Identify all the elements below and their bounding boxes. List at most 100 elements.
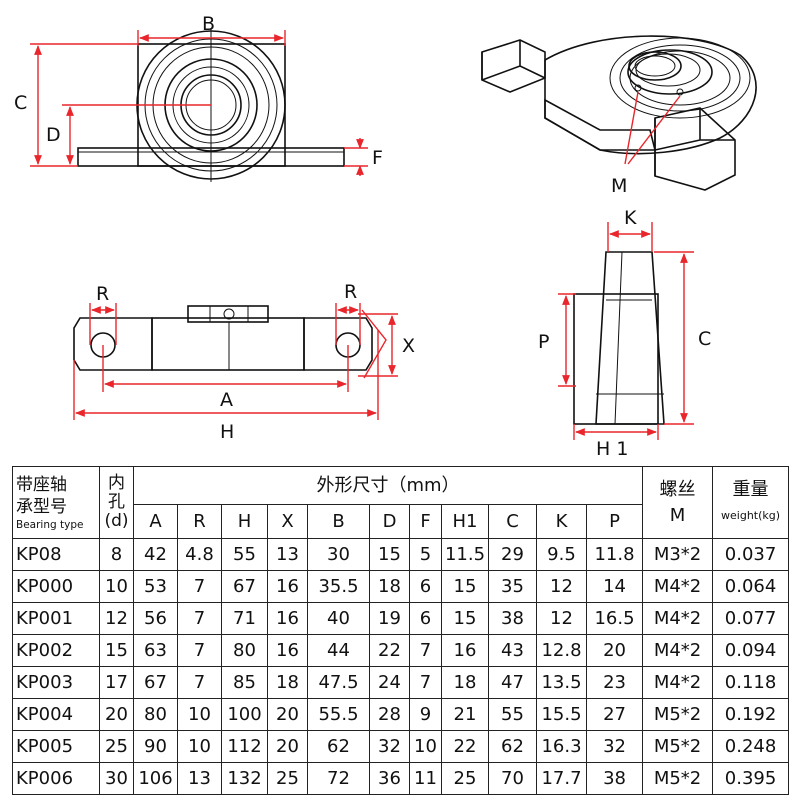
cell-model: KP001	[12, 602, 100, 635]
header-model-line1: 带座轴	[16, 474, 67, 495]
table-cell: 62	[307, 730, 370, 763]
table-cell: 62	[488, 730, 537, 763]
header-model-en: Bearing type	[16, 518, 84, 531]
front-view-drawing	[30, 28, 368, 182]
table-cell: 100	[221, 698, 268, 731]
isometric-view-drawing	[481, 35, 757, 191]
front-label-d: D	[46, 124, 61, 146]
table-cell: 44	[307, 634, 370, 667]
header-dim-p: P	[585, 504, 644, 539]
table-cell: 0.248	[712, 730, 790, 763]
table-cell: 80	[221, 634, 268, 667]
table-cell: 20	[267, 730, 308, 763]
top-label-h: H	[220, 421, 234, 443]
table-cell: M4*2	[642, 666, 714, 699]
top-view-drawing	[73, 303, 398, 420]
header-dim-b: B	[307, 504, 370, 539]
header-dim-d: D	[369, 504, 410, 539]
table-cell: 53	[133, 570, 178, 603]
table-cell: 18	[267, 666, 308, 699]
table-cell: M4*2	[642, 602, 714, 635]
table-cell: 72	[307, 762, 370, 795]
table-cell: 56	[133, 602, 178, 635]
header-dim-c: C	[488, 504, 537, 539]
bearing-spec-table: 带座轴 承型号 Bearing type 内 孔 (d) 外形尺寸（mm） 螺丝…	[12, 466, 790, 795]
table-cell: 23	[585, 666, 644, 699]
table-cell: 5	[409, 538, 442, 571]
side-label-p: P	[538, 331, 549, 353]
table-cell: 70	[488, 762, 537, 795]
table-cell: 22	[441, 730, 489, 763]
technical-drawings: B C D F M	[14, 13, 757, 460]
table-cell: 67	[221, 570, 268, 603]
header-dim-f: F	[409, 504, 442, 539]
table-cell: 7	[409, 666, 442, 699]
table-cell: 20	[267, 698, 308, 731]
table-cell: 16.3	[536, 730, 587, 763]
cell-model: KP004	[12, 698, 100, 731]
table-cell: 30	[307, 538, 370, 571]
table-cell: 132	[221, 762, 268, 795]
header-weight-label: 重量	[732, 478, 769, 500]
header-weight: 重量 weight(kg)	[712, 466, 790, 539]
table-cell: 20	[585, 634, 644, 667]
iso-label-m: M	[611, 175, 627, 197]
table-cell: 90	[133, 730, 178, 763]
table-cell: 20	[99, 698, 134, 731]
table-cell: 12	[99, 602, 134, 635]
header-weight-sub: weight(kg)	[721, 508, 781, 522]
table-cell: 13.5	[536, 666, 587, 699]
table-cell: 35.5	[307, 570, 370, 603]
side-label-h1: H 1	[596, 438, 628, 460]
table-cell: 19	[369, 602, 410, 635]
side-label-k: K	[624, 207, 637, 229]
table-cell: M5*2	[642, 698, 714, 731]
table-cell: 25	[267, 762, 308, 795]
table-cell: 11.5	[441, 538, 489, 571]
table-cell: 16	[267, 602, 308, 635]
table-cell: 16	[267, 570, 308, 603]
table-cell: 0.064	[712, 570, 790, 603]
table-cell: 0.118	[712, 666, 790, 699]
header-dim-h: H	[221, 504, 268, 539]
header-hole-line2: 孔	[108, 492, 125, 512]
table-cell: 28	[369, 698, 410, 731]
table-cell: 32	[369, 730, 410, 763]
table-cell: 7	[409, 634, 442, 667]
table-cell: 25	[441, 762, 489, 795]
cell-model: KP000	[12, 570, 100, 603]
table-cell: 47	[488, 666, 537, 699]
table-cell: 35	[488, 570, 537, 603]
table-cell: 9.5	[536, 538, 587, 571]
table-cell: 29	[488, 538, 537, 571]
top-label-a: A	[220, 389, 233, 411]
table-cell: 0.037	[712, 538, 790, 571]
table-cell: 25	[99, 730, 134, 763]
table-cell: 10	[177, 730, 222, 763]
cell-model: KP002	[12, 634, 100, 667]
cell-model: KP006	[12, 762, 100, 795]
table-cell: 16	[267, 634, 308, 667]
table-cell: 21	[441, 698, 489, 731]
cell-model: KP08	[12, 538, 100, 571]
table-cell: 7	[177, 634, 222, 667]
header-dim-h1: H1	[441, 504, 489, 539]
table-cell: 17	[99, 666, 134, 699]
top-label-x: X	[402, 335, 415, 357]
table-cell: 42	[133, 538, 178, 571]
header-screw-label: 螺丝	[659, 478, 696, 500]
header-dim-x: X	[267, 504, 308, 539]
header-dim-r: R	[177, 504, 222, 539]
cell-model: KP005	[12, 730, 100, 763]
table-cell: 7	[177, 570, 222, 603]
header-hole-line3: (d)	[104, 511, 129, 531]
table-cell: 10	[409, 730, 442, 763]
header-dimensions: 外形尺寸（mm）	[132, 466, 644, 505]
table-cell: 16	[441, 634, 489, 667]
table-cell: 80	[133, 698, 178, 731]
front-label-c: C	[14, 92, 27, 114]
